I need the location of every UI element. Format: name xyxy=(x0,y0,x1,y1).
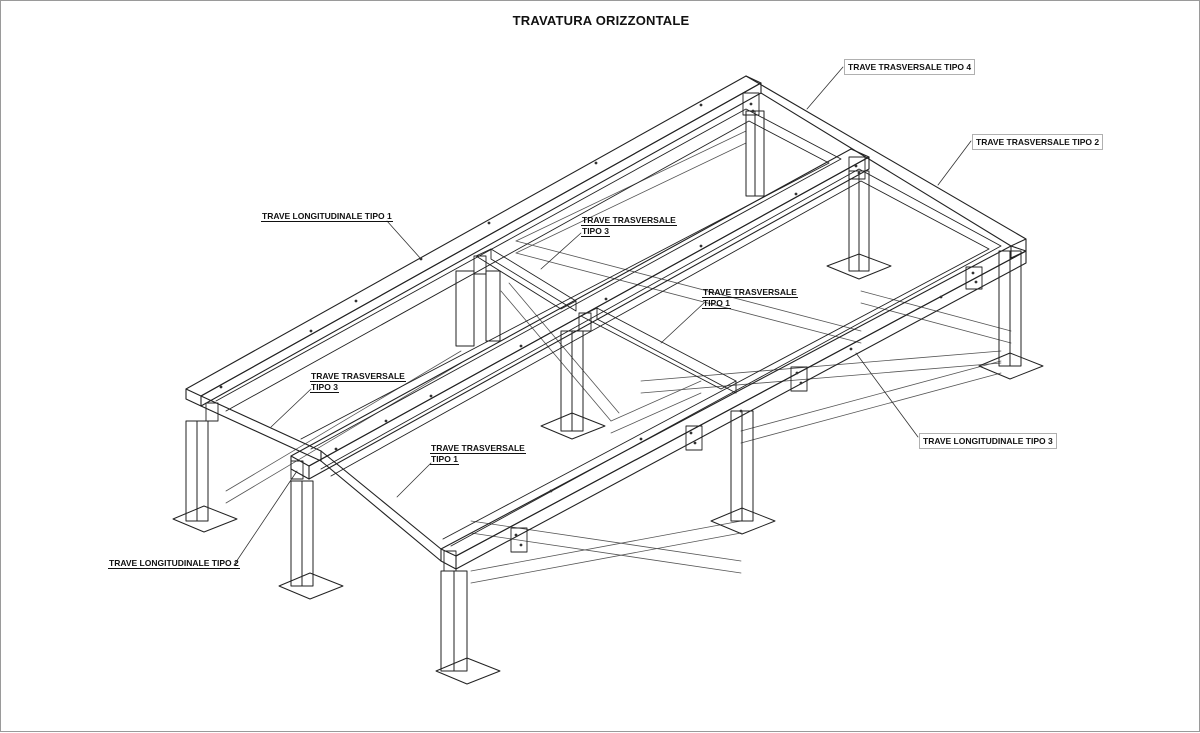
bolt-holes xyxy=(219,102,978,547)
label-trave-trasversale-tipo4: TRAVE TRASVERSALE TIPO 4 xyxy=(844,59,976,75)
label-trave-trasversale-tipo1-upper: TRAVE TRASVERSALE TIPO 1 xyxy=(702,287,798,309)
drawing-title: TRAVATURA ORIZZONTALE xyxy=(512,13,690,28)
columns xyxy=(172,110,1044,685)
leader-lines xyxy=(233,66,972,566)
splice-plates xyxy=(205,92,983,572)
deck-inner xyxy=(215,108,1002,547)
label-trave-trasversale-tipo2: TRAVE TRASVERSALE TIPO 2 xyxy=(972,134,1104,150)
label-trave-trasversale-tipo3-lower: TRAVE TRASVERSALE TIPO 3 xyxy=(310,371,406,393)
label-trave-longitudinale-tipo3: TRAVE LONGITUDINALE TIPO 3 xyxy=(919,433,1057,449)
label-trave-trasversale-tipo1-lower: TRAVE TRASVERSALE TIPO 1 xyxy=(430,443,526,465)
deck-middle-long xyxy=(290,148,870,480)
label-trave-longitudinale-tipo2: TRAVE LONGITUDINALE TIPO 2 xyxy=(108,558,240,569)
label-trave-longitudinale-tipo1: TRAVE LONGITUDINALE TIPO 1 xyxy=(261,211,393,222)
deck-outer xyxy=(185,75,1027,570)
bracing-back xyxy=(225,130,1012,584)
label-trave-trasversale-tipo3-upper: TRAVE TRASVERSALE TIPO 3 xyxy=(581,215,677,237)
